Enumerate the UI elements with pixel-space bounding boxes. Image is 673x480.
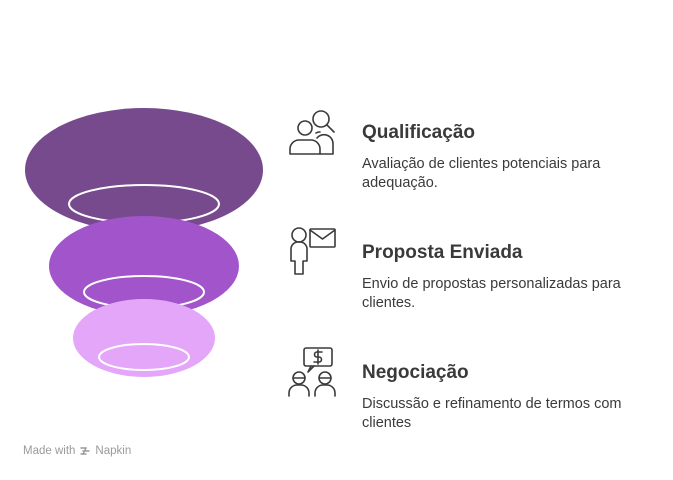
person-envelope-icon [290,227,336,275]
napkin-brand: Napkin [95,445,132,457]
napkin-logo-icon [80,447,91,455]
made-with-napkin: Made with Napkin [23,445,131,457]
funnel-layer-negociacao-ring [98,343,190,371]
users-search-icon [289,110,335,155]
step-description: Avaliação de clientes potenciais para ad… [362,156,601,191]
step-title: Qualificação [362,122,475,143]
funnel-layer-proposta [49,216,239,316]
funnel-layer-qualificacao [25,108,263,232]
step-description: Discussão e refinamento de termos com cl… [362,396,622,431]
made-with-label: Made with [23,445,76,457]
negotiation-dollar-icon [288,347,336,397]
step-proposta-enviada: Proposta Enviada Envio de propostas pers… [287,226,667,326]
funnel-layer-negociacao [73,299,215,377]
step-title: Proposta Enviada [362,242,523,263]
step-title: Negociação [362,362,469,383]
funnel-diagram [25,108,263,377]
step-description: Envio de propostas personalizadas para c… [362,276,621,311]
step-qualificacao: Qualificação Avaliação de clientes poten… [287,106,667,206]
step-negociacao: Negociação Discussão e refinamento de te… [287,346,667,446]
